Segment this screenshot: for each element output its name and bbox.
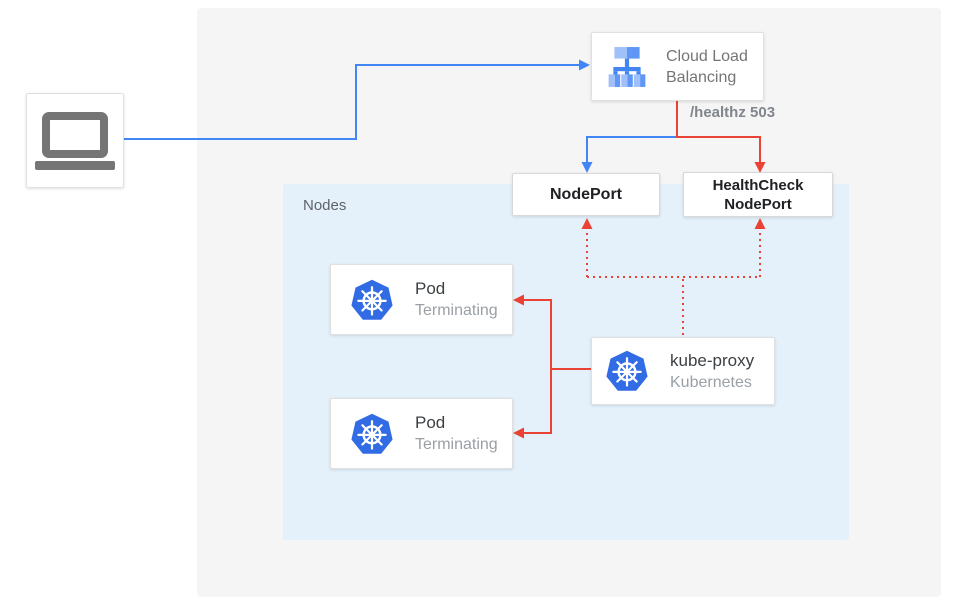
pod-1-title: Pod <box>415 279 446 298</box>
healthcheck-nodeport-label: HealthCheck NodePort <box>713 176 804 214</box>
healthz-503-label: /healthz 503 <box>690 104 776 121</box>
healthcheck-nodeport-card: HealthCheck NodePort <box>683 172 833 217</box>
clb-label-line1: Cloud Load <box>666 47 748 65</box>
cloud-load-balancing-card: Cloud Load Balancing <box>591 32 764 101</box>
kube-proxy-subtitle: Kubernetes <box>670 373 752 391</box>
pod-2-status: Terminating <box>415 436 498 453</box>
nodes-container-label: Nodes <box>303 197 347 214</box>
kube-proxy-text: kube-proxy Kubernetes <box>670 350 754 393</box>
pod-card-1: Pod Terminating <box>330 264 513 335</box>
clb-label-line2: Balancing <box>666 68 737 86</box>
client-laptop-card <box>26 93 124 188</box>
nodeport-label: NodePort <box>550 185 622 203</box>
pod-card-2: Pod Terminating <box>330 398 513 469</box>
cloud-load-balancing-label: Cloud Load Balancing <box>666 46 748 88</box>
hcnp-label-line2: NodePort <box>724 195 792 213</box>
kube-proxy-card: kube-proxy Kubernetes <box>591 337 775 405</box>
kubernetes-icon <box>349 278 395 322</box>
pod-2-text: Pod Terminating <box>415 412 498 455</box>
kube-proxy-title: kube-proxy <box>670 350 755 370</box>
pod-1-status: Terminating <box>415 302 498 319</box>
pod-1-text: Pod Terminating <box>415 278 498 321</box>
pod-2-title: Pod <box>415 413 446 432</box>
load-balancer-icon <box>608 46 646 87</box>
laptop-icon <box>35 111 115 170</box>
kubernetes-icon <box>604 349 650 393</box>
hcnp-label-line1: HealthCheck <box>712 176 804 194</box>
kubernetes-icon <box>349 412 395 456</box>
nodeport-card: NodePort <box>512 173 660 216</box>
